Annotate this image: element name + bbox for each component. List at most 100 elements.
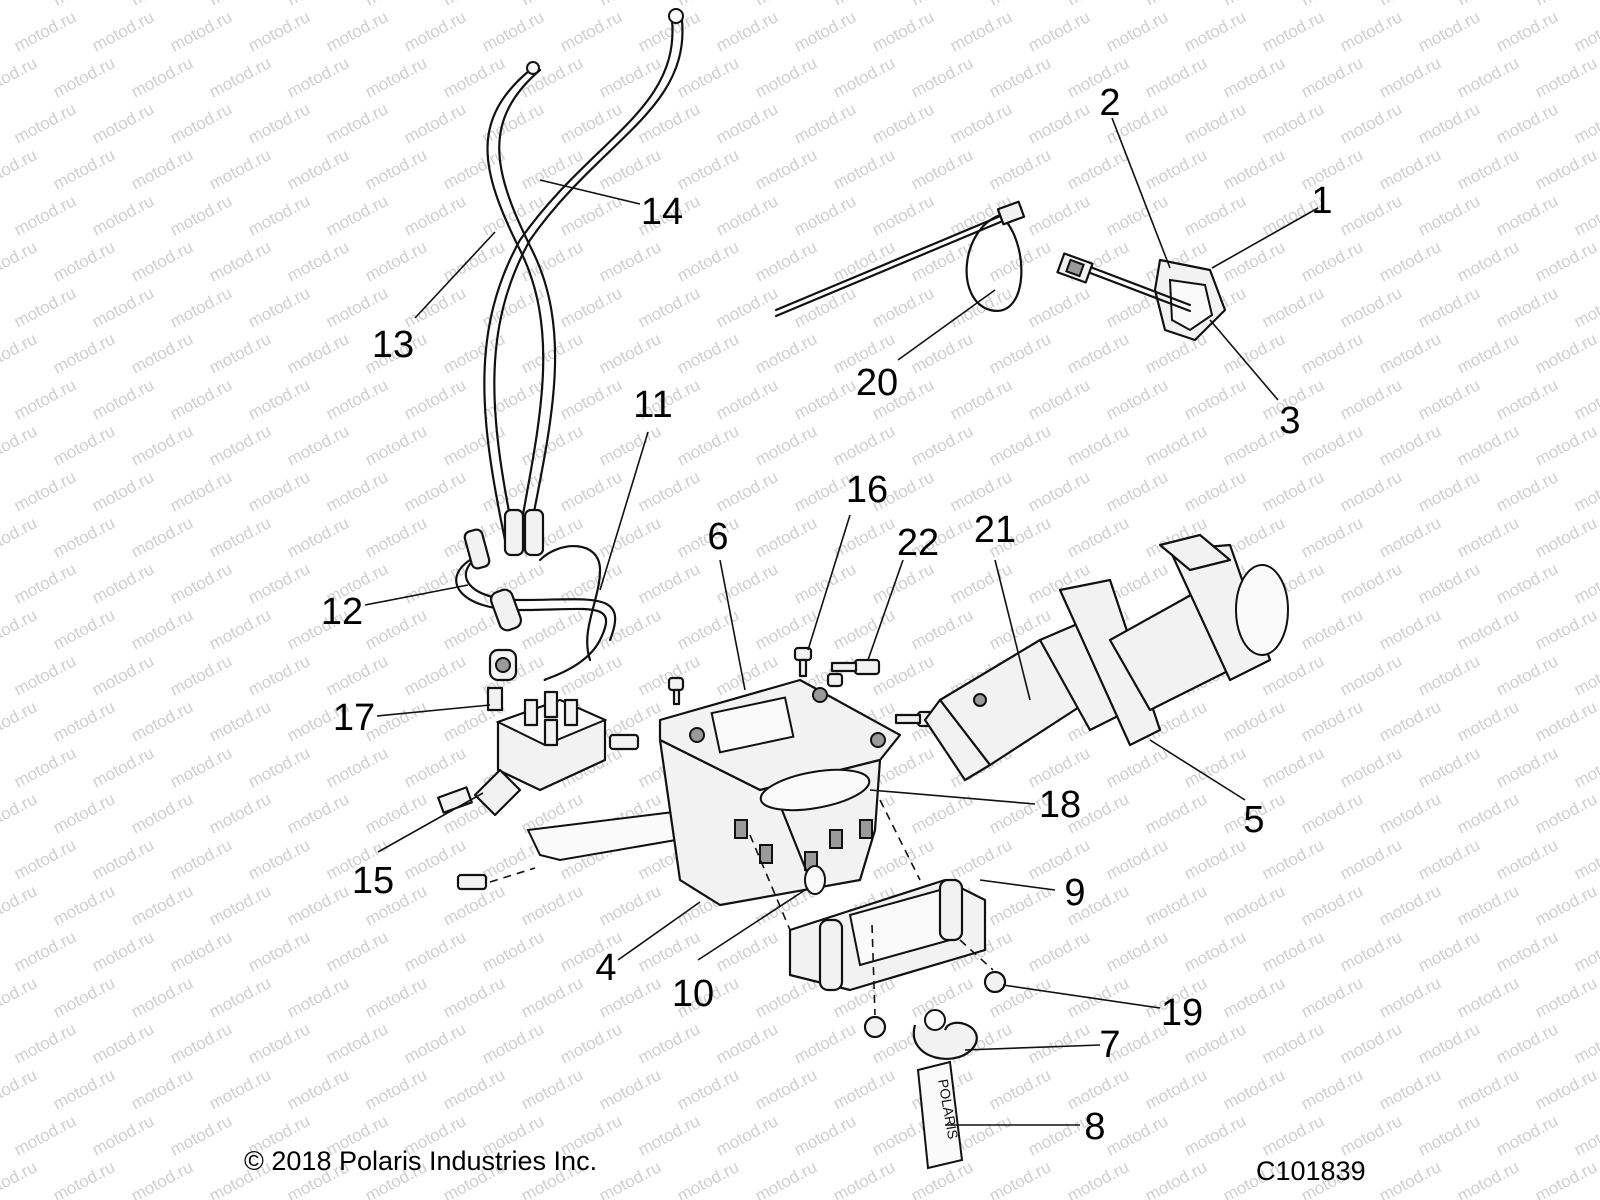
watermark-text: motod.ru <box>830 53 898 101</box>
watermark-text: motod.ru <box>11 7 79 55</box>
watermark-text: motod.ru <box>713 1111 781 1159</box>
watermark-text: motod.ru <box>1571 743 1600 791</box>
watermark-text: motod.ru <box>1493 927 1561 975</box>
watermark-text: motod.ru <box>1220 697 1288 745</box>
watermark-text: motod.ru <box>1337 99 1405 147</box>
watermark-text: motod.ru <box>986 145 1054 193</box>
watermark-text: motod.ru <box>206 697 274 745</box>
watermark-text: motod.ru <box>518 421 586 469</box>
watermark-text: motod.ru <box>206 421 274 469</box>
watermark-text: motod.ru <box>50 53 118 101</box>
watermark-text: motod.ru <box>167 375 235 423</box>
watermark-text: motod.ru <box>830 421 898 469</box>
watermark-text: motod.ru <box>1181 7 1249 55</box>
watermark-text: motod.ru <box>713 467 781 515</box>
watermark-text: motod.ru <box>1532 605 1600 653</box>
watermark-text: motod.ru <box>206 973 274 1021</box>
watermark-text: motod.ru <box>50 237 118 285</box>
watermark-text: motod.ru <box>89 1111 157 1159</box>
watermark-text: motod.ru <box>323 375 391 423</box>
watermark-text: motod.ru <box>674 421 742 469</box>
watermark-text: motod.ru <box>986 53 1054 101</box>
watermark-text: motod.ru <box>1415 191 1483 239</box>
watermark-text: motod.ru <box>791 99 859 147</box>
watermark-text: motod.ru <box>284 329 352 377</box>
watermark-text: motod.ru <box>1103 927 1171 975</box>
watermark-text: motod.ru <box>869 559 937 607</box>
watermark-text: motod.ru <box>1493 743 1561 791</box>
watermark-text: motod.ru <box>11 651 79 699</box>
watermark-text: motod.ru <box>596 605 664 653</box>
watermark-text: motod.ru <box>167 7 235 55</box>
watermark-text: motod.ru <box>791 1111 859 1159</box>
watermark-text: motod.ru <box>752 421 820 469</box>
watermark-text: motod.ru <box>518 881 586 929</box>
watermark-text: motod.ru <box>1259 835 1327 883</box>
watermark-text: motod.ru <box>401 651 469 699</box>
watermark-text: motod.ru <box>0 329 40 377</box>
leader-lines <box>364 117 1319 1126</box>
watermark-text: motod.ru <box>1454 237 1522 285</box>
watermark-text: motod.ru <box>1532 881 1600 929</box>
watermark-text: motod.ru <box>1376 1065 1444 1113</box>
watermark-text: motod.ru <box>284 421 352 469</box>
watermark-text: motod.ru <box>1571 99 1600 147</box>
watermark-text: motod.ru <box>401 375 469 423</box>
watermark-text: motod.ru <box>167 191 235 239</box>
watermark-text: motod.ru <box>1376 421 1444 469</box>
callout-22: 22 <box>896 522 940 564</box>
watermark-text: motod.ru <box>674 237 742 285</box>
mounting-plate <box>658 678 902 907</box>
watermark-text: motod.ru <box>1415 375 1483 423</box>
watermark-text: motod.ru <box>1376 329 1444 377</box>
watermark-text: motod.ru <box>1025 99 1093 147</box>
watermark-text: motod.ru <box>869 835 937 883</box>
watermark-text: motod.ru <box>752 145 820 193</box>
watermark-text: motod.ru <box>89 191 157 239</box>
watermark-text: motod.ru <box>1259 467 1327 515</box>
watermark-text: motod.ru <box>1103 835 1171 883</box>
watermark-text: motod.ru <box>908 605 976 653</box>
watermark-text: motod.ru <box>1376 237 1444 285</box>
watermark-text: motod.ru <box>245 467 313 515</box>
watermark-text: motod.ru <box>128 881 196 929</box>
watermark-text: motod.ru <box>1454 513 1522 561</box>
watermark-text: motod.ru <box>986 1065 1054 1113</box>
watermark-text: motod.ru <box>1376 973 1444 1021</box>
watermark-text: motod.ru <box>245 7 313 55</box>
watermark-text: motod.ru <box>1532 237 1600 285</box>
watermark-text: motod.ru <box>167 1111 235 1159</box>
watermark-text: motod.ru <box>791 191 859 239</box>
fairlead <box>749 799 1007 1039</box>
watermark-text: motod.ru <box>0 513 40 561</box>
callout-21: 21 <box>973 509 1017 551</box>
watermark-text: motod.ru <box>401 927 469 975</box>
watermark-text: motod.ru <box>11 283 79 331</box>
watermark-text: motod.ru <box>362 605 430 653</box>
watermark-text: motod.ru <box>1298 881 1366 929</box>
watermark-text: motod.ru <box>0 145 40 193</box>
watermark-text: motod.ru <box>1142 789 1210 837</box>
watermark-text: motod.ru <box>1064 0 1132 10</box>
watermark-text: motod.ru <box>1532 53 1600 101</box>
watermark-text: motod.ru <box>245 375 313 423</box>
watermark-text: motod.ru <box>11 467 79 515</box>
watermark-text: motod.ru <box>1493 99 1561 147</box>
callout-20: 20 <box>855 362 899 404</box>
watermark-text: motod.ru <box>50 145 118 193</box>
watermark-text: motod.ru <box>1298 421 1366 469</box>
watermark-text: motod.ru <box>596 237 664 285</box>
watermark-text: motod.ru <box>440 1065 508 1113</box>
watermark-text: motod.ru <box>1376 513 1444 561</box>
watermark-text: motod.ru <box>0 973 40 1021</box>
watermark-text: motod.ru <box>1181 1111 1249 1159</box>
watermark-text: motod.ru <box>0 99 1 147</box>
watermark-text: motod.ru <box>1181 835 1249 883</box>
watermark-text: motod.ru <box>986 329 1054 377</box>
watermark-text: motod.ru <box>89 99 157 147</box>
watermark-text: motod.ru <box>1142 881 1210 929</box>
watermark-text: motod.ru <box>479 7 547 55</box>
watermark-text: motod.ru <box>869 99 937 147</box>
